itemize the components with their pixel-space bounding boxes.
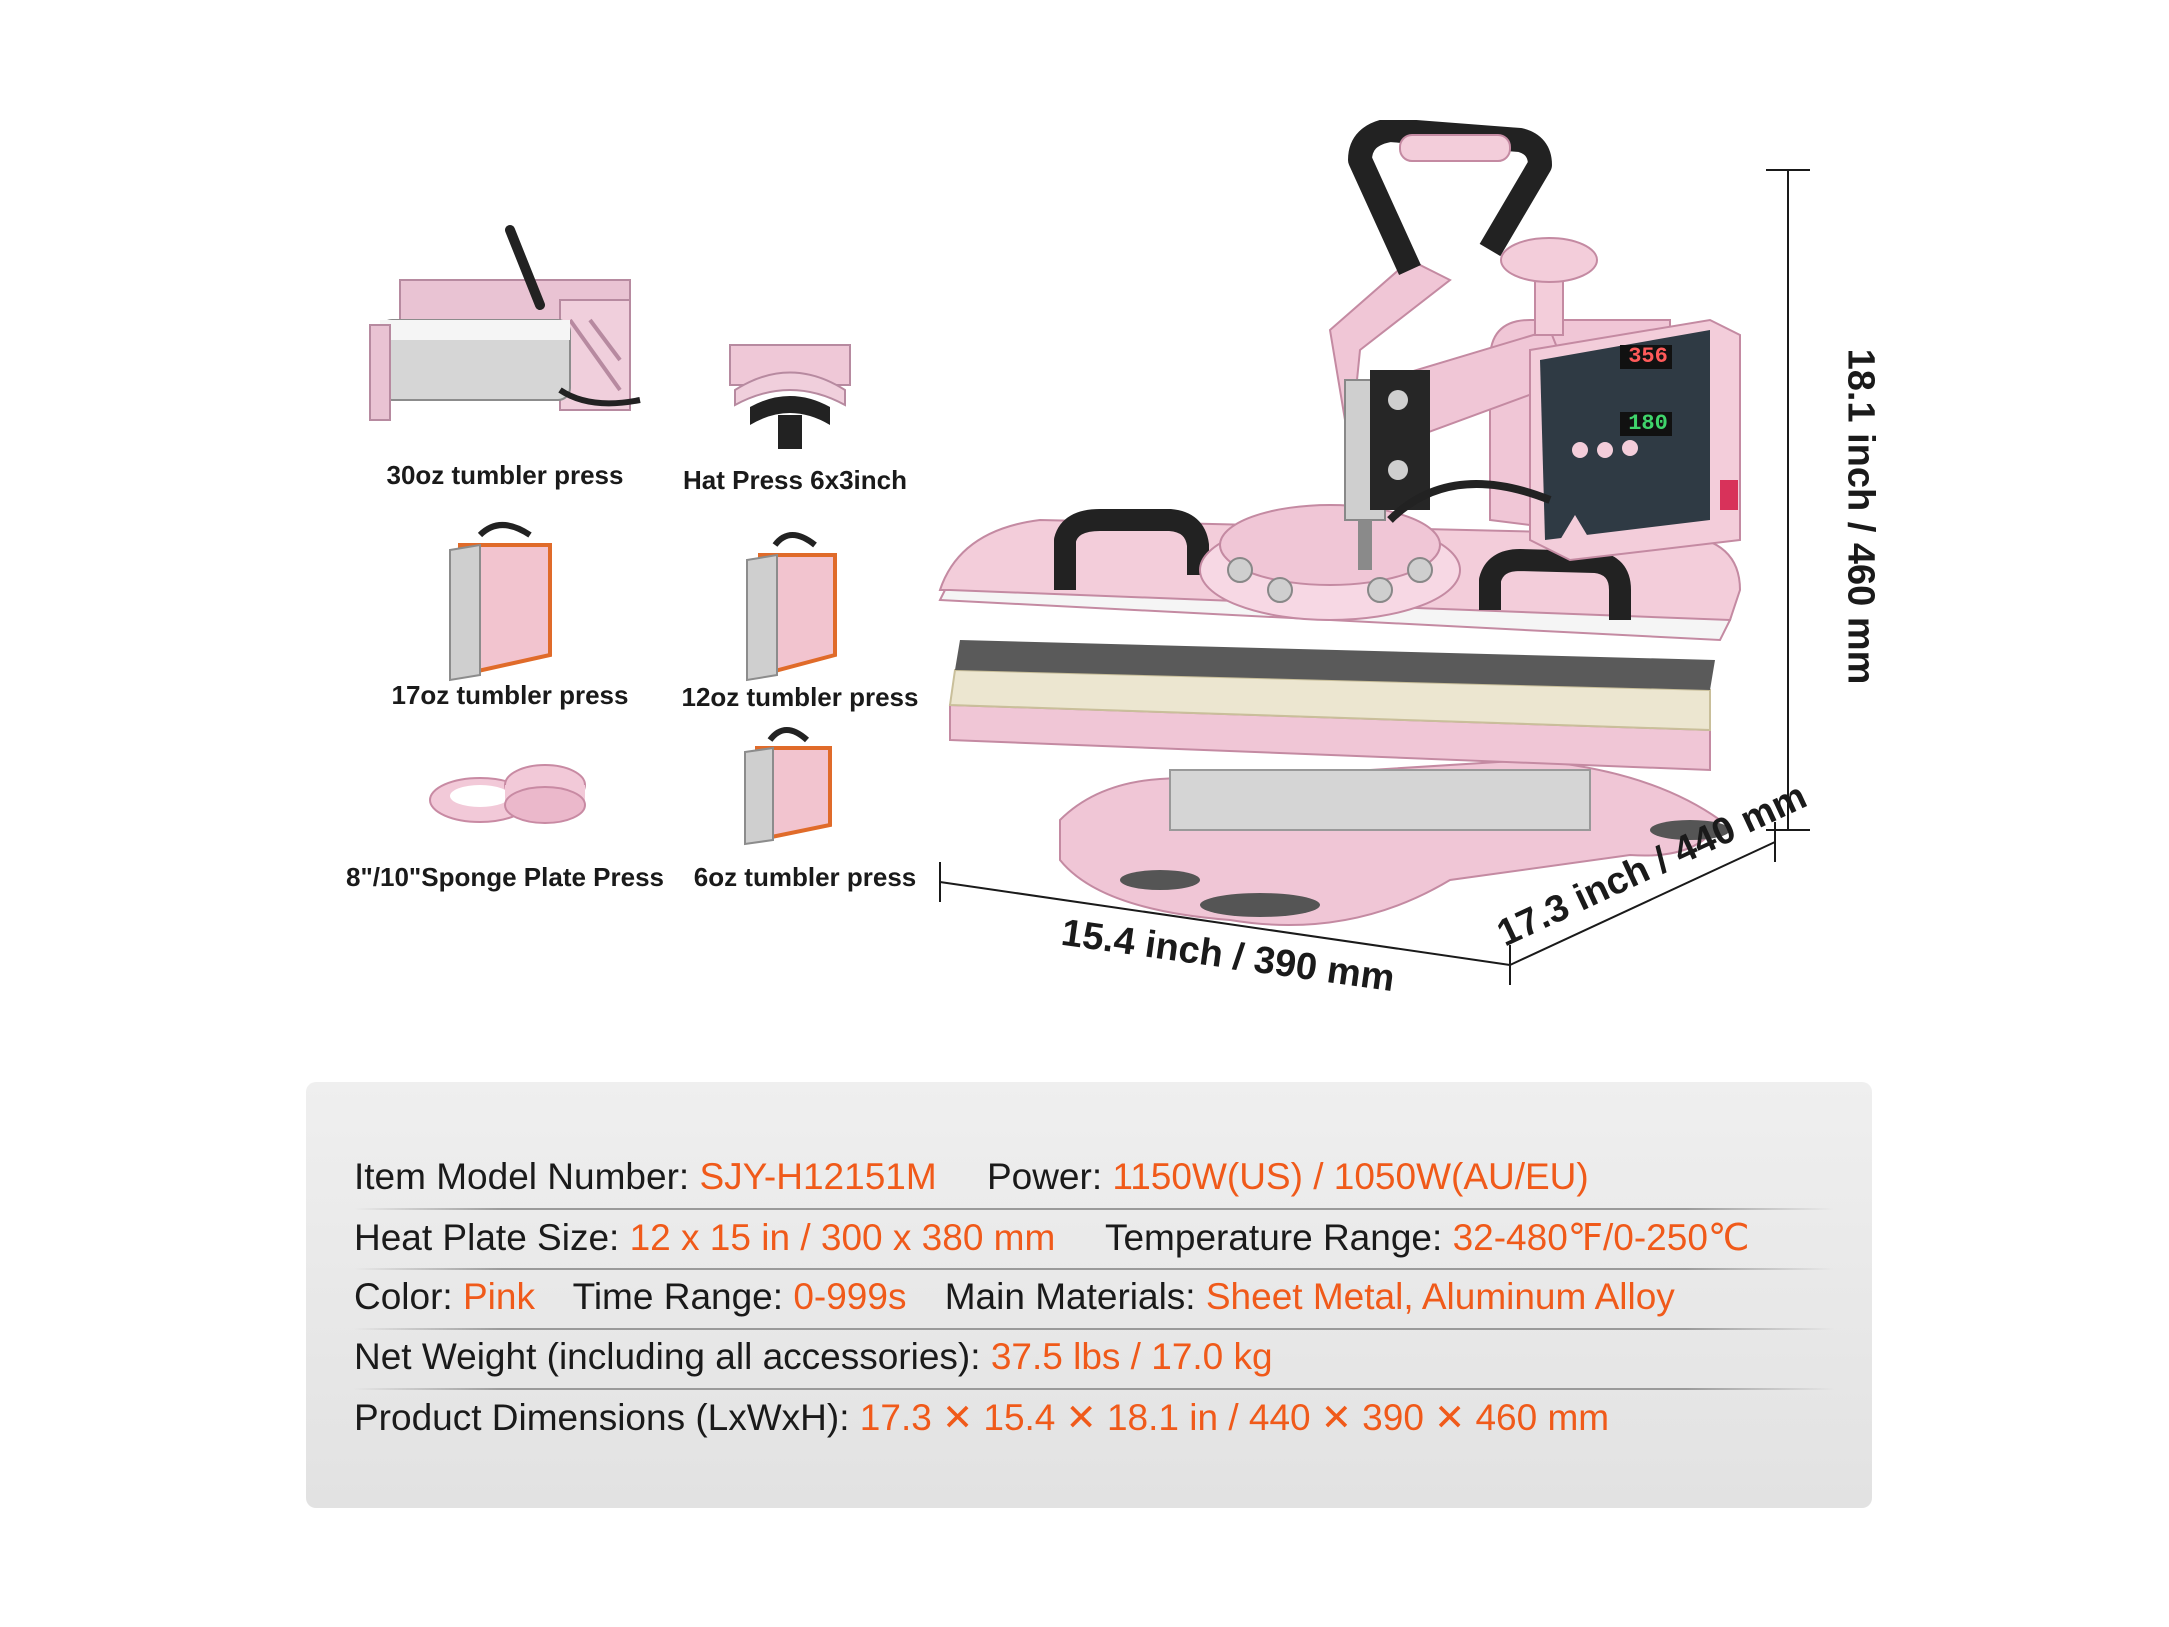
- dimension-height-label: 18.1 inch / 460 mm: [1839, 348, 1882, 685]
- spec-divider: [354, 1328, 1834, 1330]
- tumbler-12oz-press-icon: [746, 532, 837, 682]
- spec-materials-label: Main Materials:: [944, 1276, 1196, 1317]
- spec-power-label: Power:: [986, 1156, 1103, 1197]
- tumbler-30oz-press-icon: [369, 225, 641, 421]
- display-top-readout: 356: [1628, 344, 1668, 369]
- spec-materials-value: Sheet Metal, Aluminum Alloy: [1205, 1276, 1675, 1317]
- accessory-label-12oz: 12oz tumbler press: [681, 682, 919, 712]
- spec-power-value: 1150W(US) / 1050W(AU/EU): [1112, 1156, 1589, 1197]
- spec-divider: [354, 1208, 1834, 1210]
- spec-divider: [354, 1388, 1834, 1390]
- spec-row-color-time-materials: Color: Pink Time Range: 0-999s Main Mate…: [354, 1276, 1675, 1318]
- spec-weight-label: Net Weight (including all accessories):: [354, 1336, 981, 1377]
- accessory-label-6oz: 6oz tumbler press: [693, 862, 917, 892]
- spec-temp-value: 32-480℉/0-250℃: [1452, 1217, 1750, 1258]
- spec-time-label: Time Range:: [572, 1276, 784, 1317]
- spec-panel: Item Model Number: SJY-H12151M Power: 11…: [306, 1082, 1872, 1508]
- accessory-label-17oz: 17oz tumbler press: [391, 680, 629, 710]
- accessory-label-hat: Hat Press 6x3inch: [682, 465, 907, 495]
- spec-color-value: Pink: [462, 1276, 535, 1317]
- spec-model-label: Item Model Number:: [354, 1156, 690, 1197]
- sponge-plate-press-icon: [429, 764, 586, 824]
- spec-dims-label: Product Dimensions (LxWxH):: [354, 1397, 850, 1438]
- dimension-lines: [939, 169, 1810, 985]
- spec-weight-value: 37.5 lbs / 17.0 kg: [990, 1336, 1273, 1377]
- tumbler-17oz-press-icon: [449, 522, 552, 682]
- accessory-label-30oz: 30oz tumbler press: [386, 460, 624, 490]
- spec-plate-label: Heat Plate Size:: [354, 1217, 620, 1258]
- spec-row-plate-temp: Heat Plate Size: 12 x 15 in / 300 x 380 …: [354, 1216, 1749, 1259]
- heat-press-illustration: [938, 120, 1742, 926]
- spec-dims-value: 17.3 ✕ 15.4 ✕ 18.1 in / 440 ✕ 390 ✕ 460 …: [859, 1397, 1610, 1438]
- display-bottom-readout: 180: [1628, 411, 1668, 436]
- spec-divider: [354, 1268, 1834, 1270]
- spec-row-model-power: Item Model Number: SJY-H12151M Power: 11…: [354, 1156, 1589, 1198]
- spec-row-dimensions: Product Dimensions (LxWxH): 17.3 ✕ 15.4 …: [354, 1396, 1609, 1439]
- spec-model-value: SJY-H12151M: [699, 1156, 937, 1197]
- spec-plate-value: 12 x 15 in / 300 x 380 mm: [629, 1217, 1056, 1258]
- tumbler-6oz-press-icon: [744, 727, 832, 846]
- spec-temp-label: Temperature Range:: [1104, 1217, 1443, 1258]
- spec-color-label: Color:: [354, 1276, 453, 1317]
- hat-press-icon: [729, 344, 851, 449]
- accessory-label-sponge: 8"/10"Sponge Plate Press: [345, 862, 665, 892]
- spec-time-value: 0-999s: [793, 1276, 907, 1317]
- spec-row-weight: Net Weight (including all accessories): …: [354, 1336, 1273, 1378]
